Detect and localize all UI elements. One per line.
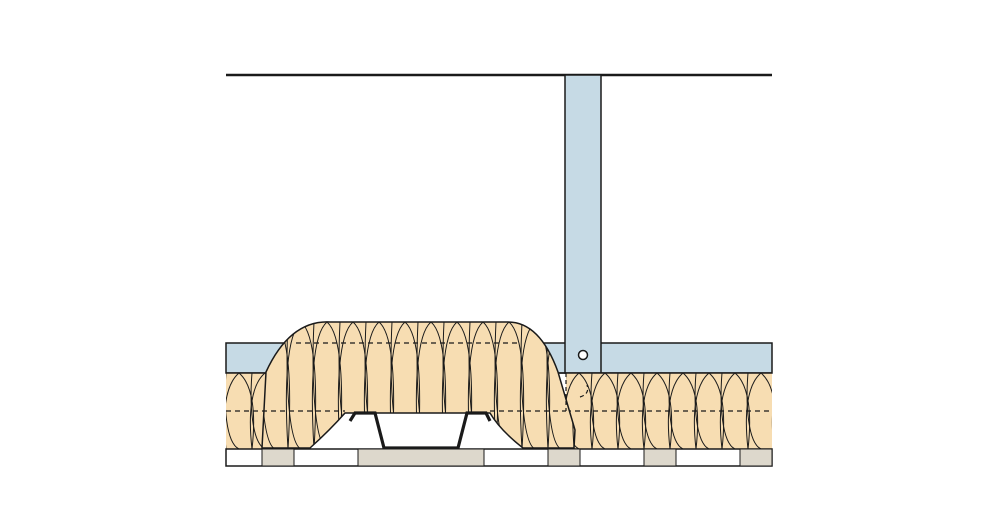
insulation-lobe xyxy=(615,373,647,449)
insulation-lobe xyxy=(616,373,632,449)
insulation-lobe xyxy=(566,373,595,449)
vertical-timber-post xyxy=(564,74,602,374)
membrane-joint-strip xyxy=(643,448,677,467)
insulation-lobe xyxy=(642,373,658,449)
base-membrane-strip xyxy=(225,448,773,467)
insulation-lobe xyxy=(693,373,725,449)
insulation-lobe xyxy=(745,373,772,449)
right-timber-plate xyxy=(597,342,773,374)
insulation-lobe xyxy=(773,373,787,449)
insulation-lobe xyxy=(641,373,673,449)
insulation-lobe xyxy=(746,373,762,449)
membrane-joint-strip xyxy=(739,448,773,467)
insulation-lobe xyxy=(720,373,736,449)
insulation-lobe xyxy=(694,373,710,449)
insulation-lobe xyxy=(226,373,255,449)
insulation-lobe xyxy=(667,373,699,449)
mineral-wool-insulation-right xyxy=(556,372,787,449)
insulation-lobe xyxy=(771,417,772,430)
insulation-lobe xyxy=(520,321,536,448)
fixing-bolt xyxy=(577,349,589,361)
membrane-joint-strip xyxy=(547,448,581,467)
insulation-lobe xyxy=(719,373,751,449)
insulation-lobe xyxy=(226,373,240,449)
steel-deck-profile xyxy=(348,411,492,450)
membrane-joint-strip xyxy=(357,448,485,467)
insulation-lobe xyxy=(590,373,606,449)
insulation-lobe xyxy=(589,373,621,449)
membrane-joint-strip xyxy=(261,448,295,467)
insulation-lobe xyxy=(668,373,684,449)
